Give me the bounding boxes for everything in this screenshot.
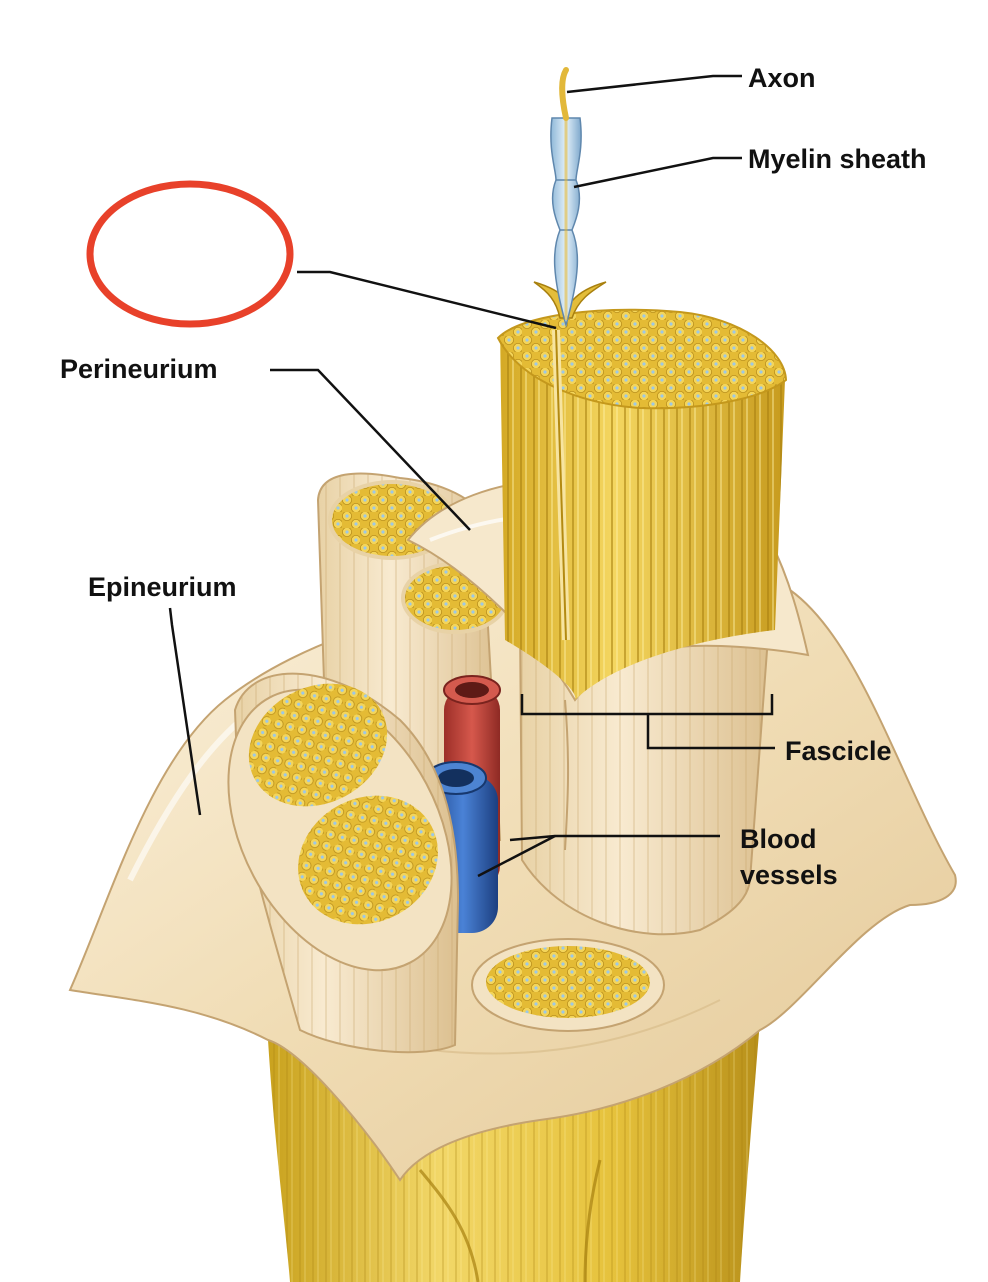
label-blood-line1: Blood [740,824,816,854]
fascicle-bottom [471,938,665,1032]
myelin-leader [573,156,742,189]
single-nerve-fiber [533,67,607,328]
label-epineurium: Epineurium [88,572,237,602]
label-blood-line2: vessels [740,860,838,890]
nerve-fiber-bundle [496,308,788,700]
label-fascicle: Fascicle [785,736,892,766]
fascicle-left [227,672,460,1054]
blood-vessels-leader-bottom [477,834,556,878]
axon [559,67,569,320]
hidden-label-ring [86,180,294,328]
axon-leader [566,74,742,94]
label-axon: Axon [748,63,816,93]
perineurium-leader [270,368,471,531]
leader-lines [168,74,775,878]
fascicle-leader [646,714,775,750]
epineurium-leader [168,607,202,816]
label-perineurium: Perineurium [60,354,218,384]
endoneurium-leader [297,270,557,330]
label-myelin-sheath: Myelin sheath [748,144,927,174]
